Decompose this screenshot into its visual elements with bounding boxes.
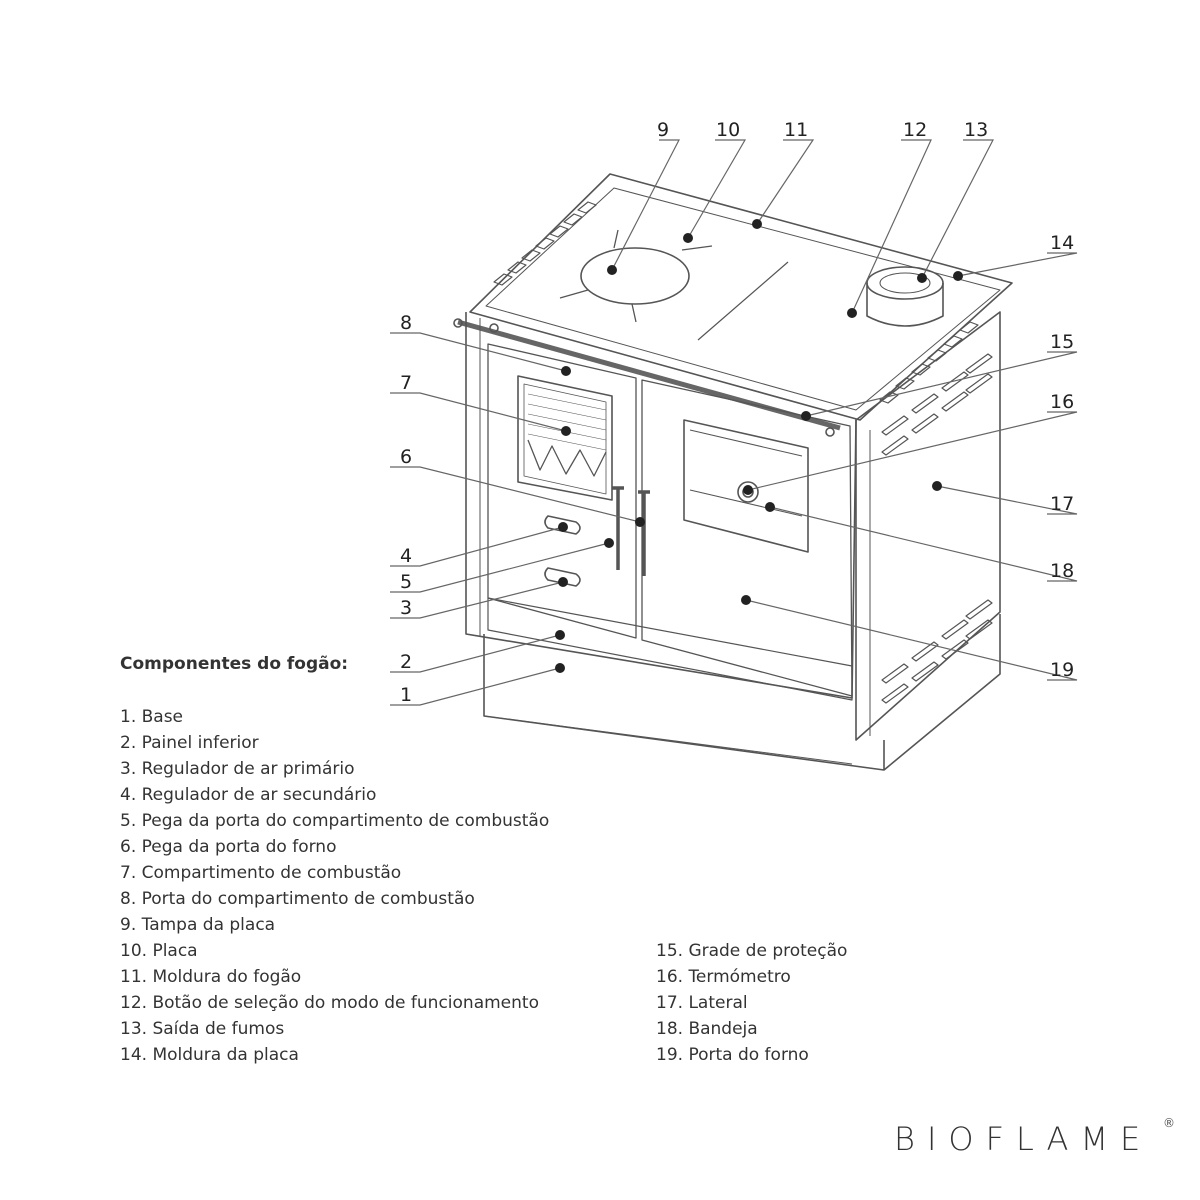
oven-door-handle — [638, 490, 650, 576]
legend-item: 16. Termómetro — [656, 967, 791, 987]
legend-item: 13. Saída de fumos — [120, 1019, 285, 1039]
primary-air-regulator — [544, 567, 581, 587]
hotplate-cover — [580, 247, 690, 305]
callout-16: 16 — [1050, 391, 1074, 413]
callout-7: 7 — [400, 372, 412, 394]
callout-13: 13 — [964, 119, 988, 141]
legend-item: 7. Compartimento de combustão — [120, 863, 402, 883]
legend-item: 9. Tampa da placa — [120, 915, 276, 935]
callout-12: 12 — [903, 119, 927, 141]
registered-mark: ® — [1163, 1116, 1175, 1130]
combustion-door-handle — [612, 486, 624, 570]
flue-outlet — [866, 266, 944, 300]
callout-1: 1 — [400, 684, 412, 706]
callout-8: 8 — [400, 312, 412, 334]
callout-5: 5 — [400, 571, 412, 593]
lower-panel — [487, 597, 853, 701]
legend-item: 5. Pega da porta do compartimento de com… — [120, 811, 550, 831]
callout-3: 3 — [400, 597, 412, 619]
side-panel — [855, 311, 1001, 741]
callout-15: 15 — [1050, 331, 1074, 353]
legend-item: 14. Moldura da placa — [120, 1045, 299, 1065]
callout-10: 10 — [716, 119, 740, 141]
secondary-air-regulator — [544, 515, 581, 535]
legend-item: 11. Moldura do fogão — [120, 967, 302, 987]
legend-list-left: 1. Base 2. Painel inferior 3. Regulador … — [120, 704, 549, 1068]
legend-item: 18. Bandeja — [656, 1019, 758, 1039]
callout-9: 9 — [657, 119, 669, 141]
legend-item: 8. Porta do compartimento de combustão — [120, 889, 475, 909]
towel-rail — [457, 319, 841, 431]
combustion-door — [487, 343, 637, 639]
thermometer — [737, 481, 759, 503]
legend-item: 1. Base — [120, 707, 184, 727]
oven-door — [641, 379, 853, 697]
callout-6: 6 — [400, 446, 412, 468]
callout-17: 17 — [1050, 493, 1074, 515]
base — [483, 614, 1001, 771]
legend-item: 19. Porta do forno — [656, 1045, 809, 1065]
callout-14: 14 — [1050, 232, 1074, 254]
callout-4: 4 — [400, 545, 412, 567]
legend-title: Componentes do fogão: — [120, 654, 349, 674]
legend-item: 15. Grade de proteção — [656, 941, 848, 961]
cooktop-frame — [469, 173, 1013, 421]
legend-item: 4. Regulador de ar secundário — [120, 785, 377, 805]
callout-2: 2 — [400, 651, 412, 673]
legend-list-right: 15. Grade de proteção 16. Termómetro 17.… — [656, 938, 847, 1068]
legend-item: 6. Pega da porta do forno — [120, 837, 337, 857]
callout-18: 18 — [1050, 560, 1074, 582]
legend-item: 2. Painel inferior — [120, 733, 259, 753]
callout-19: 19 — [1050, 659, 1074, 681]
legend-item: 3. Regulador de ar primário — [120, 759, 355, 779]
legend-item: 17. Lateral — [656, 993, 748, 1013]
front-panel — [465, 312, 857, 699]
callout-11: 11 — [784, 119, 808, 141]
legend-item: 10. Placa — [120, 941, 198, 961]
legend-item: 12. Botão de seleção do modo de funciona… — [120, 993, 539, 1013]
bioflame-logo: BIOFLAME — [894, 1120, 1153, 1158]
